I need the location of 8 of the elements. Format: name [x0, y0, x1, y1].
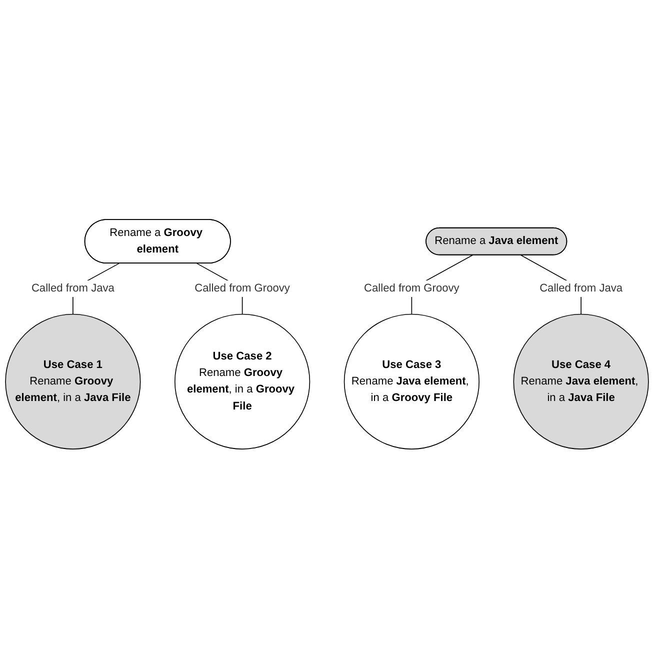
node-circle: Use Case 3 Rename Java element, in a Groovy File	[344, 314, 480, 450]
edge-label: Called from Groovy	[364, 282, 460, 294]
edge-label: Called from Java	[31, 282, 114, 294]
node-circle: Use Case 4 Rename Java element, in a Java File	[513, 314, 649, 450]
edge-label: Called from Java	[540, 282, 623, 294]
node-circle: Use Case 2 Rename Groovy element, in a Groovy File	[174, 314, 310, 450]
node-circle: Use Case 1 Rename Groovy element, in a Java File	[5, 314, 141, 450]
edge-label: Called from Groovy	[194, 282, 290, 294]
